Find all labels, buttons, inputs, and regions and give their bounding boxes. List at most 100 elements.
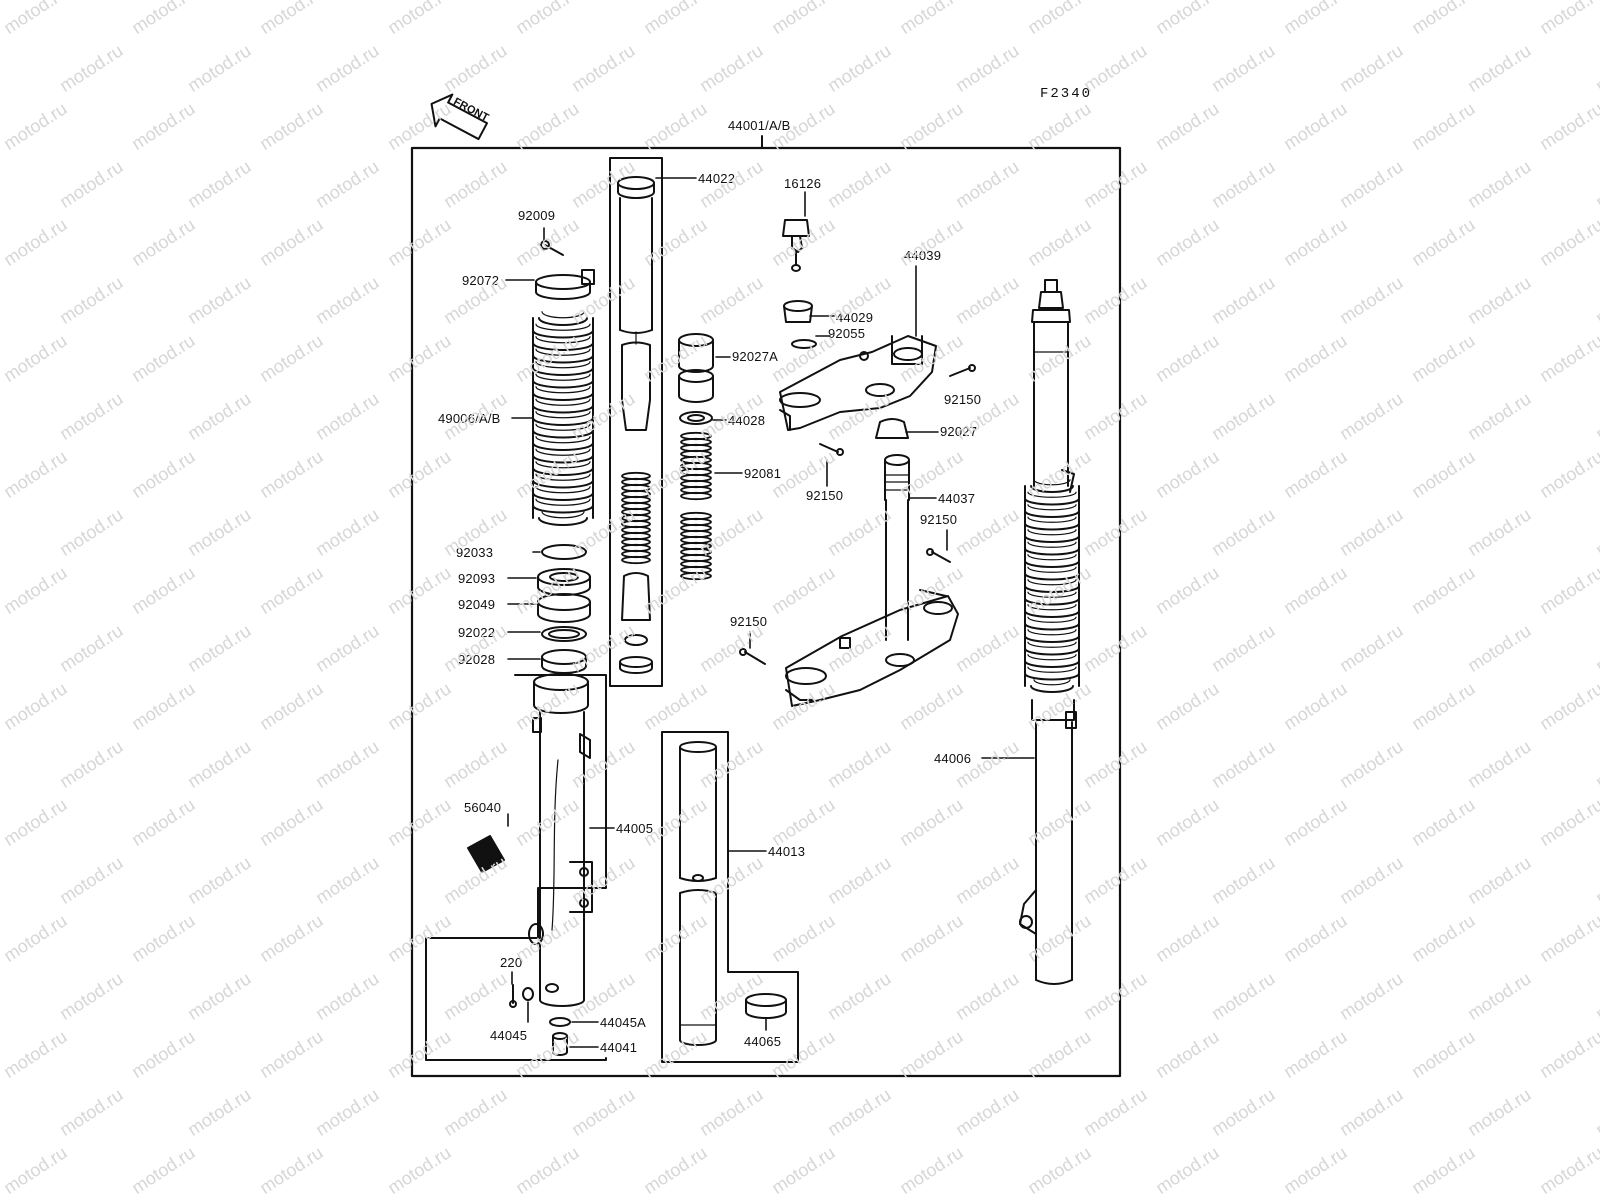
watermark-text: motod.ru <box>312 504 383 560</box>
watermark-text: motod.ru <box>896 562 967 618</box>
watermark-text: motod.ru <box>512 1142 583 1198</box>
watermark-text: motod.ru <box>952 968 1023 1024</box>
watermark-text: motod.ru <box>768 1142 839 1198</box>
boot-fold-inner <box>1027 604 1077 611</box>
watermark-text: motod.ru <box>1464 40 1535 96</box>
watermark-text: motod.ru <box>128 1026 199 1082</box>
watermark-text: motod.ru <box>1336 852 1407 908</box>
watermark-text: motod.ru <box>1536 678 1600 734</box>
watermark-text: motod.ru <box>1152 446 1223 502</box>
watermark-text: motod.ru <box>1408 1026 1479 1082</box>
watermark-text: motod.ru <box>128 214 199 270</box>
watermark-text: motod.ru <box>312 272 383 328</box>
boot-fold-inner <box>1027 579 1077 586</box>
watermark-text: motod.ru <box>768 98 839 154</box>
label-44022: 44022 <box>698 171 736 186</box>
assembly-frame <box>410 146 1122 1078</box>
boot-fold-inner <box>535 423 591 431</box>
watermark-text: motod.ru <box>1080 852 1151 908</box>
cap-bolt-44029 <box>783 300 813 323</box>
watermark-text: motod.ru <box>512 214 583 270</box>
fork-spring-92081 <box>680 431 712 581</box>
watermark-text: motod.ru <box>824 388 895 444</box>
watermark-text: motod.ru <box>1592 1084 1600 1140</box>
bolt-92150-lower <box>739 648 766 665</box>
watermark-text: motod.ru <box>0 910 71 966</box>
ring-92022 <box>541 626 587 642</box>
boot-fold <box>1024 585 1080 593</box>
boot-fold <box>1024 547 1080 556</box>
watermark-text: motod.ru <box>384 910 455 966</box>
watermark-text: motod.ru <box>256 1026 327 1082</box>
watermark-text: motod.ru <box>952 852 1023 908</box>
watermark-text: motod.ru <box>640 794 711 850</box>
washer-44045A <box>549 1017 571 1027</box>
watermark-text: motod.ru <box>128 0 199 38</box>
watermark-text: motod.ru <box>440 272 511 328</box>
watermark-text: motod.ru <box>696 272 767 328</box>
boot-fold <box>538 317 588 326</box>
boot-fold <box>1024 635 1080 643</box>
watermark-text: motod.ru <box>768 1026 839 1082</box>
watermark-text: motod.ru <box>1592 156 1600 212</box>
watermark-text: motod.ru <box>1536 1142 1600 1198</box>
watermark-text: motod.ru <box>896 794 967 850</box>
boot-fold <box>532 379 594 389</box>
watermark-text: motod.ru <box>1464 852 1535 908</box>
watermark-text: motod.ru <box>1280 214 1351 270</box>
watermark-text: motod.ru <box>0 330 71 386</box>
watermark-text: motod.ru <box>768 910 839 966</box>
watermark-text: motod.ru <box>1408 446 1479 502</box>
label-92055: 92055 <box>828 326 866 341</box>
watermark-text: motod.ru <box>952 156 1023 212</box>
watermark-text: motod.ru <box>1336 272 1407 328</box>
label-16126: 16126 <box>784 176 822 191</box>
cap-16126 <box>782 219 810 272</box>
watermark-text: motod.ru <box>1592 736 1600 792</box>
watermark-text: motod.ru <box>128 446 199 502</box>
watermark-text: motod.ru <box>1152 214 1223 270</box>
boot-fold-inner <box>541 311 585 319</box>
watermark-text: motod.ru <box>1592 504 1600 560</box>
watermark-text: motod.ru <box>696 968 767 1024</box>
watermark-text: motod.ru <box>896 910 967 966</box>
watermark-text: motod.ru <box>952 620 1023 676</box>
watermark-text: motod.ru <box>1152 0 1223 38</box>
label-92081: 92081 <box>744 466 782 481</box>
watermark-text: motod.ru <box>56 968 127 1024</box>
watermark-text: motod.ru <box>1280 562 1351 618</box>
watermark-text: motod.ru <box>1408 98 1479 154</box>
boot-fold <box>532 454 594 464</box>
watermark-text: motod.ru <box>1536 214 1600 270</box>
boot-fold-inner <box>535 448 591 456</box>
watermark-text: motod.ru <box>256 562 327 618</box>
boot-fold <box>1024 610 1080 618</box>
spring-coil <box>680 571 712 581</box>
label-49006: 49006/A/B <box>438 411 501 426</box>
watermark-text: motod.ru <box>1464 620 1535 676</box>
boot-fold-inner <box>535 411 591 419</box>
label-44013: 44013 <box>768 844 806 859</box>
watermark-text: motod.ru <box>256 910 327 966</box>
ring-92033 <box>541 544 587 560</box>
watermark-text: motod.ru <box>440 1084 511 1140</box>
watermark-text: motod.ru <box>512 678 583 734</box>
watermark-text: motod.ru <box>896 98 967 154</box>
watermark-text: motod.ru <box>312 968 383 1024</box>
boot-fold <box>532 354 594 364</box>
watermark-text: motod.ru <box>640 910 711 966</box>
watermark-text: motod.ru <box>1536 794 1600 850</box>
boot-fold <box>1030 485 1074 493</box>
label-92028: 92028 <box>458 652 496 667</box>
watermark-text: motod.ru <box>56 736 127 792</box>
watermark-text: motod.ru <box>1464 272 1535 328</box>
damper-spring <box>621 471 651 565</box>
watermark-text: motod.ru <box>184 40 255 96</box>
watermark-text: motod.ru <box>1408 0 1479 38</box>
watermark-text: motod.ru <box>1592 620 1600 676</box>
watermark-text: motod.ru <box>824 852 895 908</box>
boot-fold <box>1024 510 1080 518</box>
watermark-text: motod.ru <box>1336 968 1407 1024</box>
watermark-text: motod.ru <box>640 1026 711 1082</box>
watermark-text: motod.ru <box>1280 794 1351 850</box>
